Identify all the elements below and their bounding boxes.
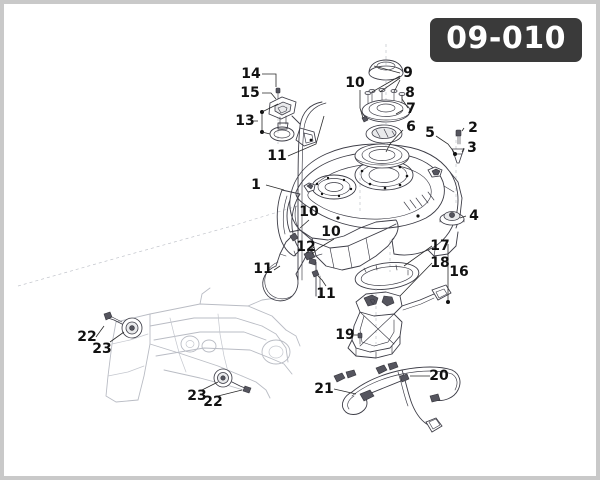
- frame-mount-front: [103, 311, 143, 339]
- fuel-cap-cover-part: [368, 59, 404, 81]
- vent-hose-assembly: [262, 101, 369, 302]
- tank-pump-opening: [311, 174, 357, 200]
- callout-22-rear: 22: [203, 394, 223, 410]
- fuel-line-clamp-b: [333, 369, 357, 383]
- hose-clamp-mid: [289, 232, 299, 242]
- callout-1: 1: [251, 177, 261, 193]
- callout-8: 8: [405, 85, 415, 101]
- callout-18: 18: [430, 255, 450, 271]
- fuel-line-clamp-c: [399, 373, 410, 383]
- callout-22-front: 22: [77, 329, 97, 345]
- callout-23-rear: 23: [187, 388, 207, 404]
- callout-5: 5: [425, 125, 435, 141]
- fuel-line-assembly-part: [333, 361, 461, 433]
- callout-11-lower: 11: [316, 286, 336, 302]
- tank-screw-part: [455, 129, 462, 145]
- filler-flange-ring-part: [354, 143, 410, 169]
- pump-screw-part: [357, 332, 363, 345]
- callout-6: 6: [406, 119, 416, 135]
- hose-clamp-lower: [311, 269, 320, 278]
- fuel-line-end-fitting: [425, 417, 443, 433]
- breather-cap-part: [295, 127, 317, 147]
- callout-15: 15: [240, 85, 260, 101]
- callout-23-front: 23: [92, 341, 112, 357]
- fuel-tank: [276, 143, 463, 271]
- fuel-pump-module-part: [347, 284, 452, 359]
- breather-screw-part: [275, 87, 281, 100]
- parts-diagram-canvas: .dk { fill:none; stroke:#3c3c46; stroke-…: [17, 44, 467, 433]
- callout-leaders: [95, 65, 467, 397]
- callout-11-upper: 11: [267, 148, 287, 164]
- callout-19: 19: [335, 327, 355, 343]
- pump-connector: [431, 284, 452, 301]
- frame-mount-rear: [213, 368, 252, 394]
- pump-gasket-ring-part: [354, 262, 420, 290]
- breather-assembly: [268, 87, 317, 147]
- fuel-line-clamp-a: [375, 361, 399, 375]
- callout-12: 12: [296, 239, 316, 255]
- tank-right-boss: [427, 166, 443, 178]
- callout-4: 4: [469, 208, 479, 224]
- callout-2: 2: [468, 120, 478, 136]
- page-code-badge: 09-010: [430, 18, 582, 62]
- callout-10-mid: 10: [299, 204, 319, 220]
- callout-3: 3: [467, 140, 477, 156]
- callout-20: 20: [429, 368, 449, 384]
- hose-clamp-upper: [361, 115, 369, 123]
- fuel-cap-assembly: [354, 59, 411, 169]
- callout-9: 9: [403, 65, 413, 81]
- fuel-line-connector-left: [359, 389, 375, 402]
- callout-17: 17: [430, 238, 450, 254]
- hose-tee-fitting-part: [303, 250, 323, 277]
- rear-rubber-mount-part: [439, 211, 465, 226]
- fuel-cap-screws-part: [364, 88, 406, 105]
- motorcycle-frame-reference: [105, 287, 301, 403]
- fuel-cap-seal-part: [365, 124, 403, 144]
- callout-16: 16: [449, 264, 469, 280]
- fuel-cap-body-part: [361, 99, 411, 123]
- callout-21: 21: [314, 381, 334, 397]
- callout-7: 7: [406, 101, 416, 117]
- callout-14: 14: [241, 66, 261, 82]
- fuel-line-end-right: [429, 393, 441, 403]
- callout-13: 13: [235, 113, 255, 129]
- tank-front-boss: [303, 182, 316, 193]
- breather-valve-part: [268, 96, 297, 130]
- callout-10-lower: 10: [321, 224, 341, 240]
- callout-11-left: 11: [253, 261, 273, 277]
- callout-10-upper: 10: [345, 75, 365, 91]
